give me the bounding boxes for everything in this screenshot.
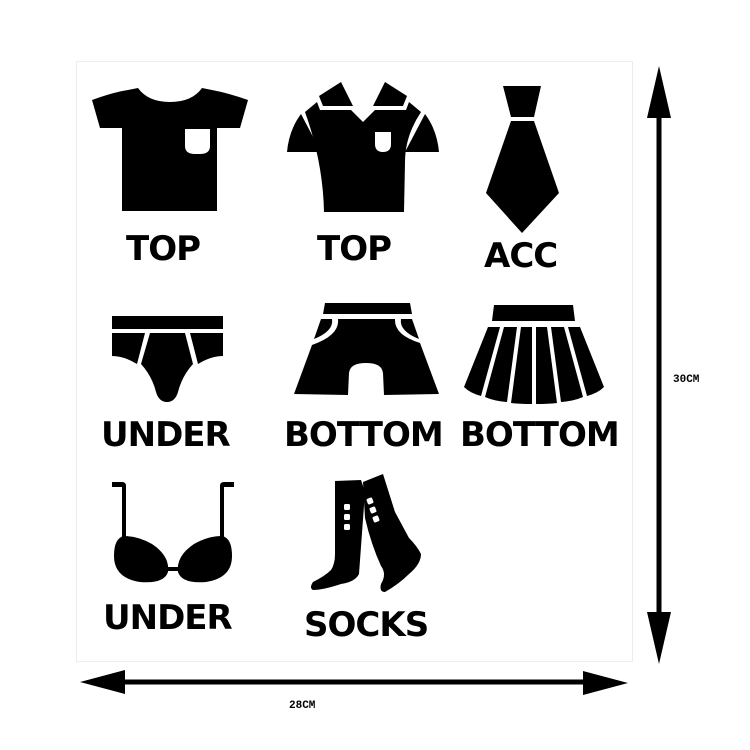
pleated-skirt-icon [464,305,604,404]
tshirt-icon [92,88,248,211]
width-dimension-label: 28CM [289,700,316,712]
item-label-bottom-1: BOTTOM [284,415,444,455]
width-dimension-arrow-icon [80,669,628,695]
item-label-top-1: TOP [126,229,201,269]
item-label-acc: ACC [484,236,558,276]
item-label-socks: SOCKS [304,605,429,645]
briefs-icon [112,316,223,403]
polo-shirt-icon [287,82,439,212]
necktie-icon [486,86,559,233]
bra-icon [112,482,234,584]
height-dimension-arrow-icon [645,66,673,664]
item-label-under-2: UNDER [103,598,233,638]
item-label-under-1: UNDER [101,415,231,455]
shorts-icon [294,303,439,397]
height-dimension-label: 30CM [673,374,700,386]
item-label-top-2: TOP [317,229,392,269]
item-label-bottom-2: BOTTOM [460,415,620,455]
socks-icon [311,474,423,592]
